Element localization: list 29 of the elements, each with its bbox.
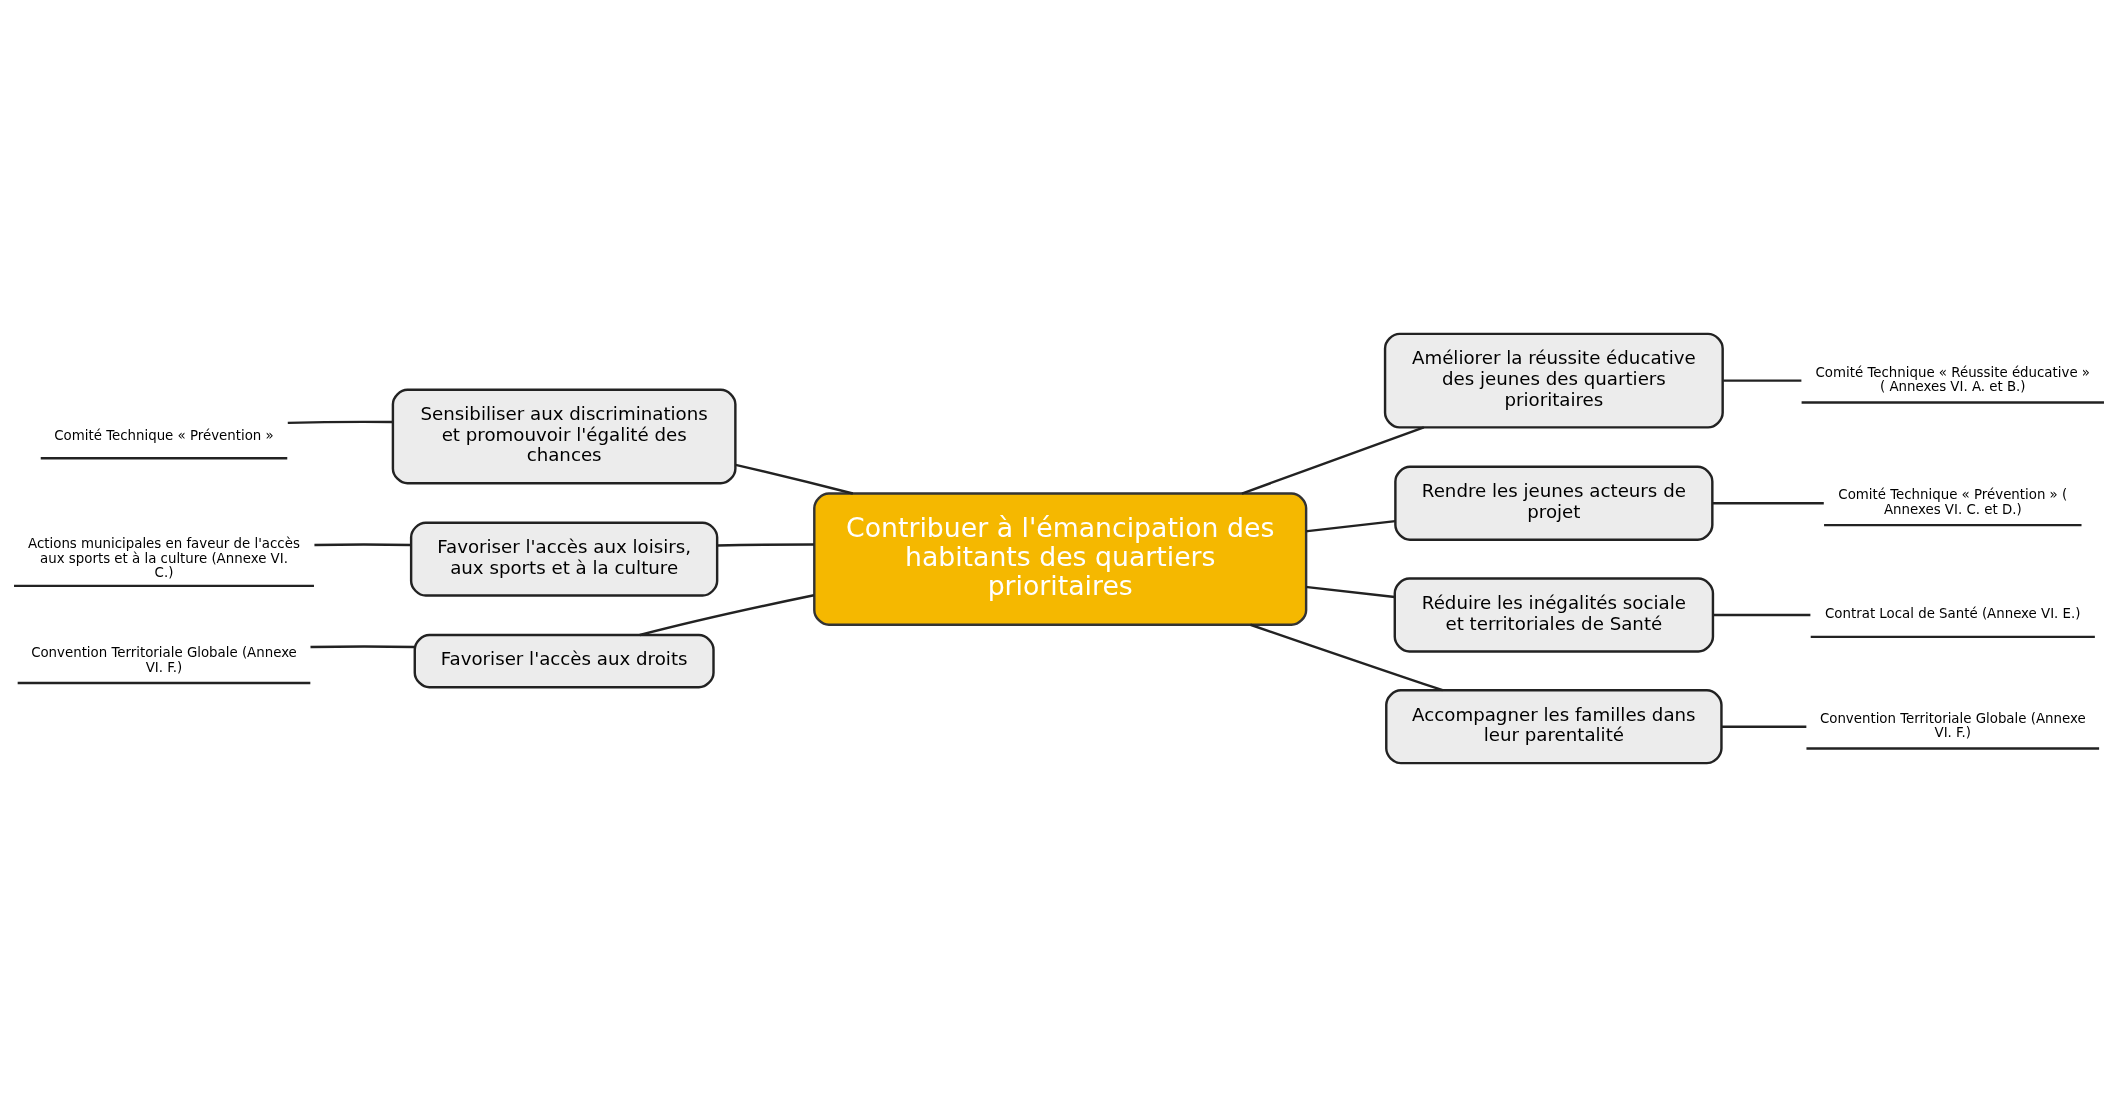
connector [1241,426,1425,495]
node-text: Comité Technique « Prévention » [54,427,274,443]
connector [287,420,393,425]
node-text: Convention Territoriale Globale (Annexe VI. F.) [1819,710,2086,741]
connector [314,543,411,547]
connector [735,463,854,495]
node-box: Sensibiliser aux discriminations et promouvoir l'égalité des chances [391,388,737,485]
connector [1713,613,1811,617]
node-text: Actions municipales en faveur de l'accès aux sports et à la culture (Annexe VI. C.) [28,535,300,581]
node-box: Favoriser l'accès aux droits [413,633,715,689]
connector [1721,725,1807,728]
connector [310,645,415,649]
node-box: Améliorer la réussite éducative des jeunes des quartiers prioritaires [1383,332,1724,429]
node-box: Réduire les inégalités sociale et territoriales de Santé [1393,577,1715,653]
connector [1306,519,1396,533]
node-text: Comité Technique « Réussite éducative » ( Annexes VI. A. et B.) [1815,364,2091,395]
connector [1306,585,1395,599]
connector [639,594,815,637]
node-box: Contribuer à l'émancipation des habitants des quartiers prioritaires [813,492,1308,626]
connector [1250,623,1443,692]
connector [1712,502,1824,505]
node-box: Rendre les jeunes acteurs de projet [1394,465,1714,541]
node-text: Convention Territoriale Globale (Annexe VI. F.) [31,645,297,675]
node-box: Favoriser l'accès aux loisirs, aux sports et à la culture [409,521,719,597]
connector [717,543,814,547]
node-box: Accompagner les familles dans leur parentalité [1385,689,1723,765]
node-text: Comité Technique « Prévention » ( Annexes VI. C. et D.) [1838,487,2068,517]
connector [1723,379,1802,382]
node-text: Contrat Local de Santé (Annexe VI. E.) [1825,606,2081,622]
